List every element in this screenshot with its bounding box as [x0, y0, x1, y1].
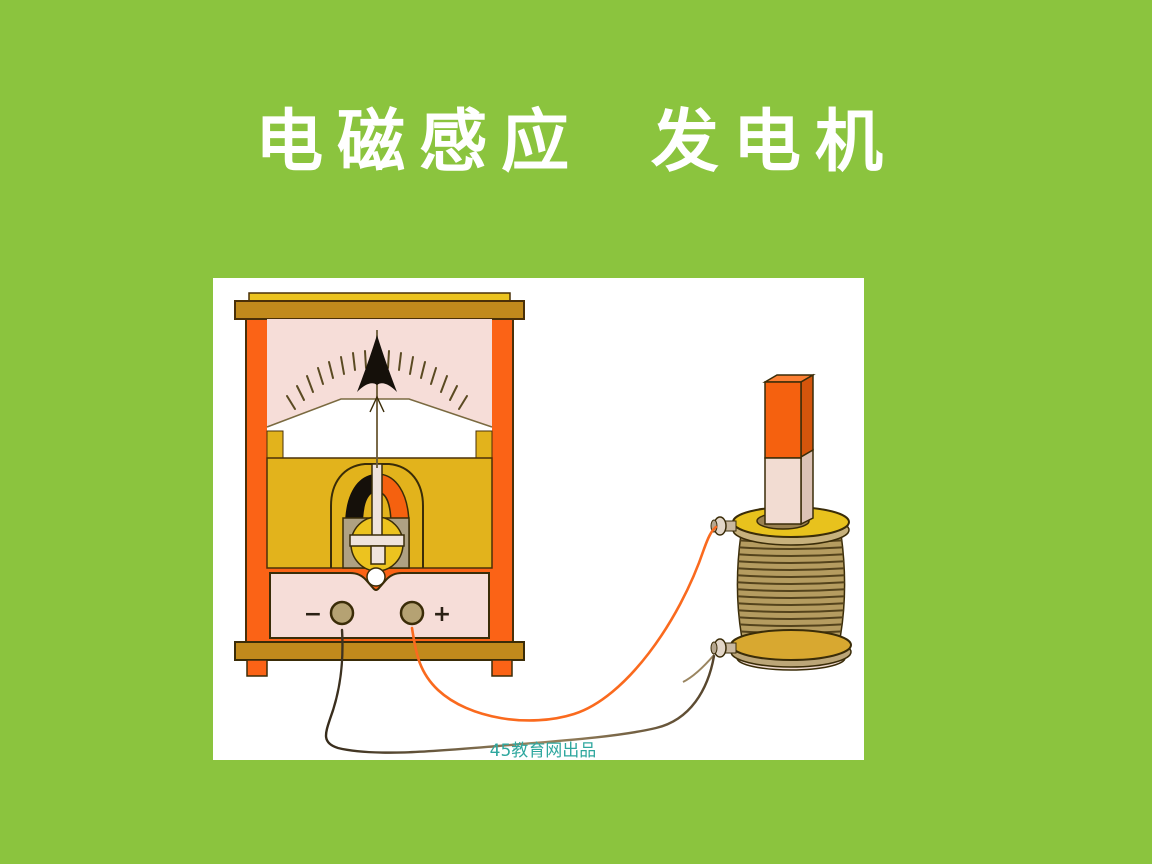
bar-magnet-north-pole — [764, 381, 802, 459]
gap-band-right-tab — [475, 430, 493, 459]
galvanometer-base-bar — [234, 641, 525, 661]
bar-magnet-side-orange — [800, 373, 814, 459]
bar-magnet-side-cream — [800, 448, 814, 526]
needle-counterweight — [369, 395, 385, 413]
coil-binding-post-top — [710, 516, 737, 536]
coil-bottom-flange — [730, 629, 852, 661]
wire-positive — [410, 525, 718, 722]
gap-band — [267, 431, 492, 458]
needle-shaft — [371, 463, 383, 545]
bar-magnet — [762, 373, 816, 526]
coil-binding-post-bottom — [710, 638, 737, 658]
terminal-panel-face — [269, 572, 490, 639]
galvanometer-right-foot — [491, 659, 513, 677]
wire-negative — [324, 628, 716, 754]
dial-mirror-edge — [266, 398, 493, 428]
needle — [357, 330, 397, 468]
terminal-positive — [399, 600, 425, 626]
galvanometer-left-foot — [246, 659, 268, 677]
terminal-negative-label: − — [304, 602, 322, 627]
panel-screw — [366, 567, 386, 587]
coil-winding-turns — [737, 539, 845, 641]
coil-wire-tail — [682, 654, 715, 683]
needle-arrowhead — [357, 335, 397, 392]
pivot-cross-stem — [370, 545, 386, 565]
dial-mirror-band — [267, 399, 492, 431]
page-title: 电磁感应 发电机 — [255, 103, 897, 182]
terminal-panel: − + — [269, 567, 490, 639]
galvanometer: − + — [234, 292, 525, 677]
pivot-cross-bar — [349, 534, 405, 547]
gap-band-left-tab — [266, 430, 284, 459]
magnet-mechanism — [266, 457, 493, 572]
watermark-text: 45教育网出品 — [490, 741, 597, 760]
terminal-negative — [329, 600, 355, 626]
coil-winding-body — [736, 533, 846, 645]
coil — [682, 506, 852, 683]
terminal-positive-label: + — [433, 602, 451, 627]
dial-face — [266, 319, 493, 431]
figure-panel: − + — [213, 278, 864, 760]
apparatus-illustration: − + — [234, 292, 852, 760]
galvanometer-top-cap — [234, 300, 525, 320]
bar-magnet-south-pole — [764, 457, 802, 525]
